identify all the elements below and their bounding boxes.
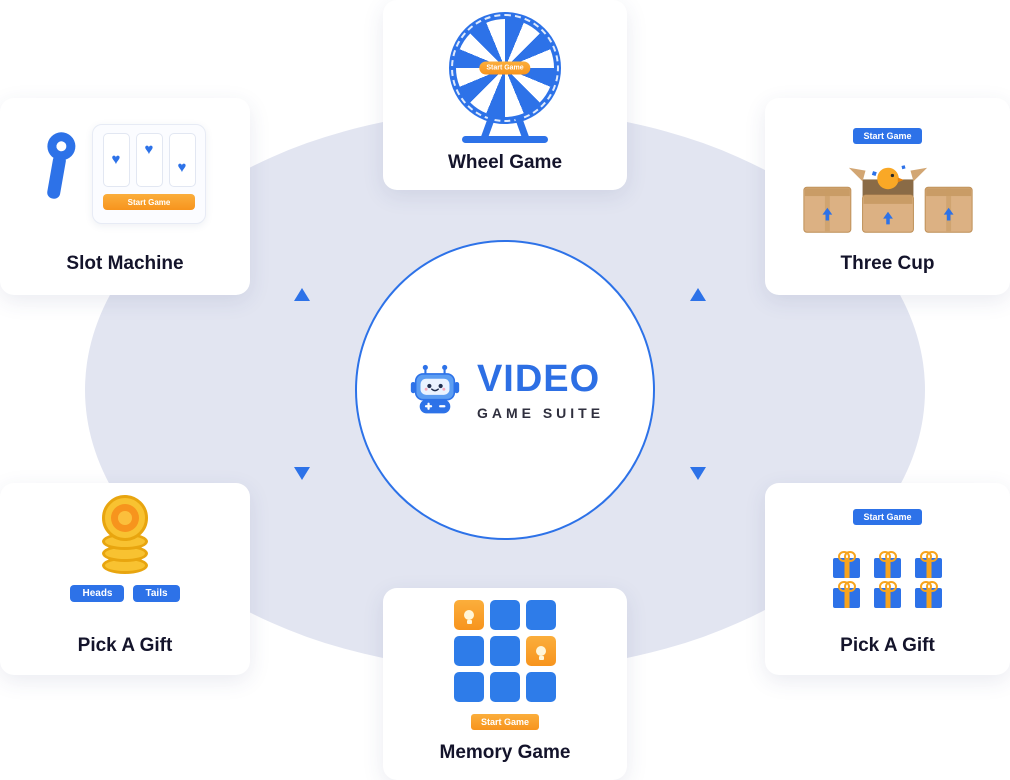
arrow-up-left-icon [294, 288, 310, 301]
slot-machine-illustration: ♥ ♥ ♥ Start Game [40, 124, 210, 228]
gift-box-icon [915, 581, 942, 608]
tails-button[interactable]: Tails [133, 585, 180, 602]
slot-lever-icon [38, 130, 78, 201]
heart-symbol-icon: ♥ [177, 159, 187, 176]
card-label-three-cup: Three Cup [840, 253, 935, 274]
slot-machine-body: ♥ ♥ ♥ Start Game [92, 124, 206, 224]
heads-button[interactable]: Heads [70, 585, 125, 602]
robot-gamepad-icon [410, 364, 460, 414]
slot-reels: ♥ ♥ ♥ [102, 133, 196, 187]
memory-card-revealed [526, 636, 556, 666]
card-label-pick-a-gift-left: Pick A Gift [77, 635, 173, 656]
memory-grid-illustration [454, 600, 556, 702]
heart-symbol-icon: ♥ [144, 141, 154, 158]
gift-row [833, 581, 942, 608]
card-label-memory-game: Memory Game [439, 742, 571, 763]
card-slot-machine[interactable]: ♥ ♥ ♥ Start Game Slot Machine [0, 98, 250, 295]
gift-box-icon [874, 551, 901, 578]
memory-card [454, 672, 484, 702]
gift-boxes-illustration [833, 551, 942, 608]
card-three-cup[interactable]: Start Game Three Cup [765, 98, 1010, 295]
lightbulb-icon [464, 610, 474, 624]
logo-title: VIDEO [476, 357, 601, 400]
gift-start-game-button[interactable]: Start Game [853, 509, 922, 525]
arrow-down-right-icon [690, 467, 706, 480]
card-memory-game[interactable]: Start Game Memory Game [383, 588, 627, 780]
slot-start-game-button[interactable]: Start Game [103, 194, 195, 210]
wheel-stand [462, 116, 548, 143]
memory-card [490, 672, 520, 702]
card-pick-a-gift-coins[interactable]: Heads Tails Pick A Gift [0, 483, 250, 675]
memory-card [454, 636, 484, 666]
card-label-wheel-game: Wheel Game [447, 152, 563, 173]
memory-start-game-button[interactable]: Start Game [470, 714, 540, 730]
gift-box-icon [915, 551, 942, 578]
card-label-slot-machine: Slot Machine [66, 253, 184, 274]
logo-text: VIDEO GAME SUITE [477, 360, 604, 421]
card-label-pick-a-gift-right: Pick A Gift [840, 635, 935, 656]
logo-subtitle: GAME SUITE [476, 404, 605, 421]
lightbulb-icon [536, 646, 546, 660]
heart-symbol-icon: ♥ [111, 151, 121, 168]
slot-reel: ♥ [102, 133, 130, 187]
coin-buttons: Heads Tails [70, 585, 180, 602]
memory-card [490, 636, 520, 666]
center-logo-circle: VIDEO GAME SUITE [355, 240, 655, 540]
three-boxes-illustration [802, 164, 973, 233]
arrow-down-left-icon [294, 467, 310, 480]
gift-box-icon [833, 581, 860, 608]
gift-row [833, 551, 942, 578]
gift-box-icon [833, 551, 860, 578]
coin-stack-illustration: Heads Tails [70, 495, 180, 602]
three-cup-start-game-button[interactable]: Start Game [853, 128, 922, 144]
slot-reel: ♥ [168, 133, 196, 187]
arrow-up-right-icon [690, 288, 706, 301]
wheel-start-game-button[interactable]: Start Game [479, 61, 531, 75]
coin-face-icon [102, 495, 148, 541]
wheel-illustration: Start Game [449, 12, 561, 143]
card-pick-a-gift-boxes[interactable]: Start Game Pick A Gift [765, 483, 1010, 675]
memory-card [490, 600, 520, 630]
prize-wheel-icon: Start Game [449, 12, 561, 124]
slot-reel: ♥ [135, 133, 163, 187]
memory-card-revealed [454, 600, 484, 630]
card-wheel-game[interactable]: Start Game Wheel Game [383, 0, 627, 190]
memory-card [526, 672, 556, 702]
memory-card [526, 600, 556, 630]
gift-box-icon [874, 581, 901, 608]
